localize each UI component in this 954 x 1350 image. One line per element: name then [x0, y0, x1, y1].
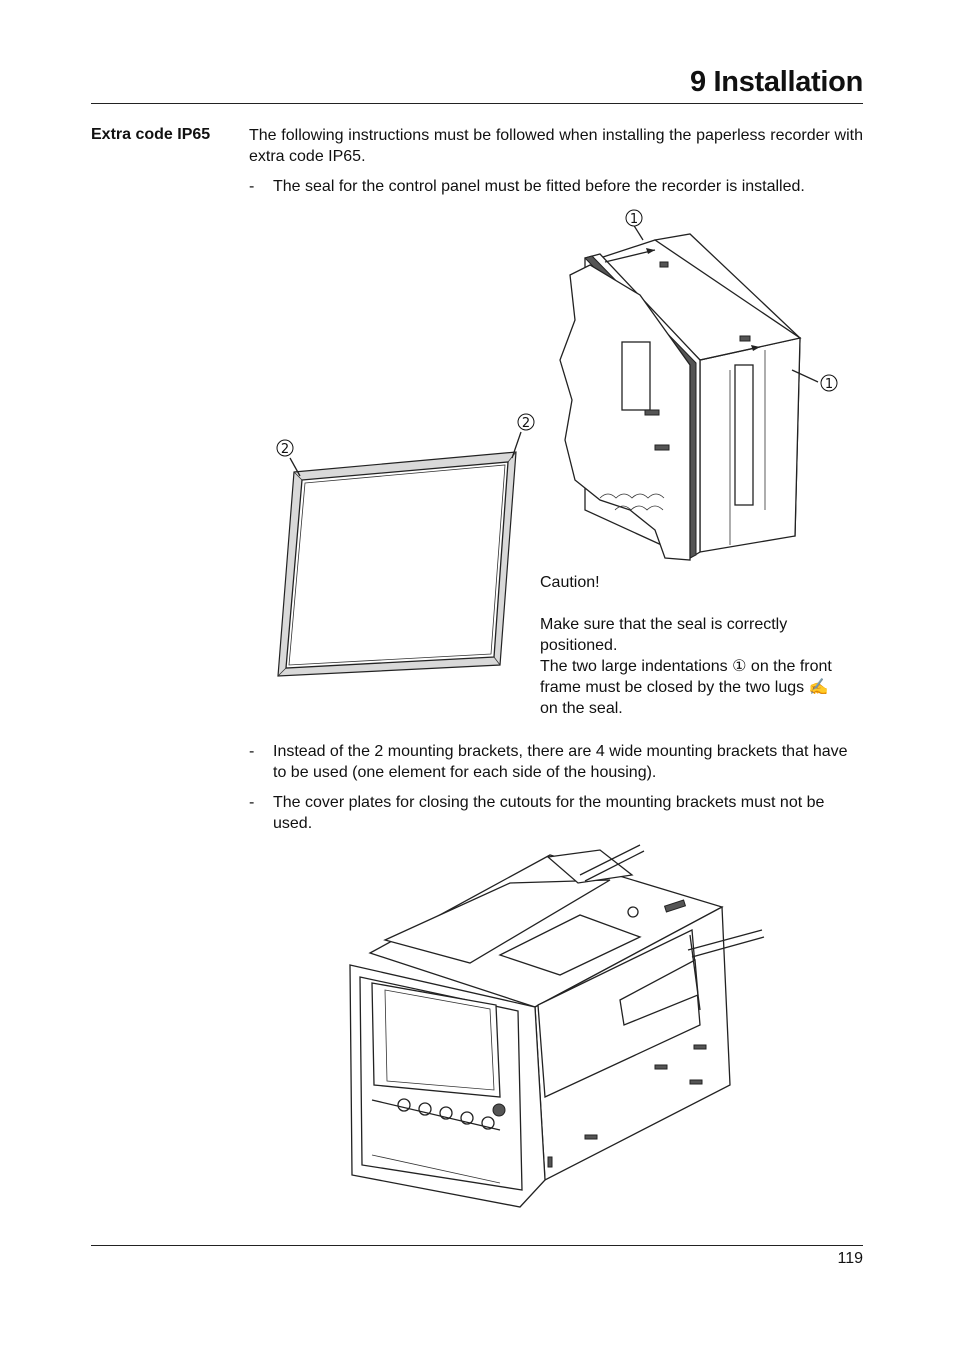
header-rule [91, 103, 863, 104]
recorder-drawing [349, 844, 765, 1208]
bullet-cover-plates: - The cover plates for closing the cutou… [249, 792, 863, 834]
caution-line1: Make sure that the seal is correctly pos… [540, 616, 788, 654]
intro-paragraph: The following instructions must be follo… [249, 127, 863, 165]
bullet-mounting-brackets: - Instead of the 2 mounting brackets, th… [249, 741, 863, 783]
bullet-dash: - [249, 794, 255, 811]
bullet-text: The cover plates for closing the cutouts… [273, 794, 825, 832]
page-number: 119 [837, 1250, 863, 1267]
seal-drawing [277, 431, 522, 677]
callout-lug-right: 2 [517, 413, 535, 431]
callout-indentation-right: 1 [820, 374, 838, 392]
bullet-seal: - The seal for the control panel must be… [249, 176, 863, 197]
bullet-text: The seal for the control panel must be f… [273, 178, 805, 195]
bullet-dash: - [249, 743, 255, 760]
bullet-dash: - [249, 178, 255, 195]
seal-figure: 2 2 1 1 [276, 209, 838, 677]
svg-text:1: 1 [825, 377, 833, 392]
bullet-text: Instead of the 2 mounting brackets, ther… [273, 743, 848, 781]
footer-rule [91, 1245, 863, 1246]
recorder-brackets-figure [349, 844, 765, 1208]
section-label: Extra code IP65 [91, 126, 211, 143]
svg-text:1: 1 [630, 212, 638, 227]
callout-lug-left: 2 [276, 439, 294, 457]
chapter-title: 9 Installation [689, 66, 863, 98]
svg-text:2: 2 [522, 416, 530, 431]
caution-note: Caution! Make sure that the seal is corr… [540, 572, 850, 719]
indentation-symbol: ① [732, 658, 747, 675]
caution-title: Caution! [540, 574, 600, 591]
callout-indentation-top: 1 [625, 209, 643, 227]
housing-in-panel-drawing [559, 223, 819, 561]
svg-text:2: 2 [281, 442, 289, 457]
caution-line2: The two large indentations ① on the fron… [540, 658, 832, 717]
lug-symbol: ✍ [808, 679, 829, 696]
